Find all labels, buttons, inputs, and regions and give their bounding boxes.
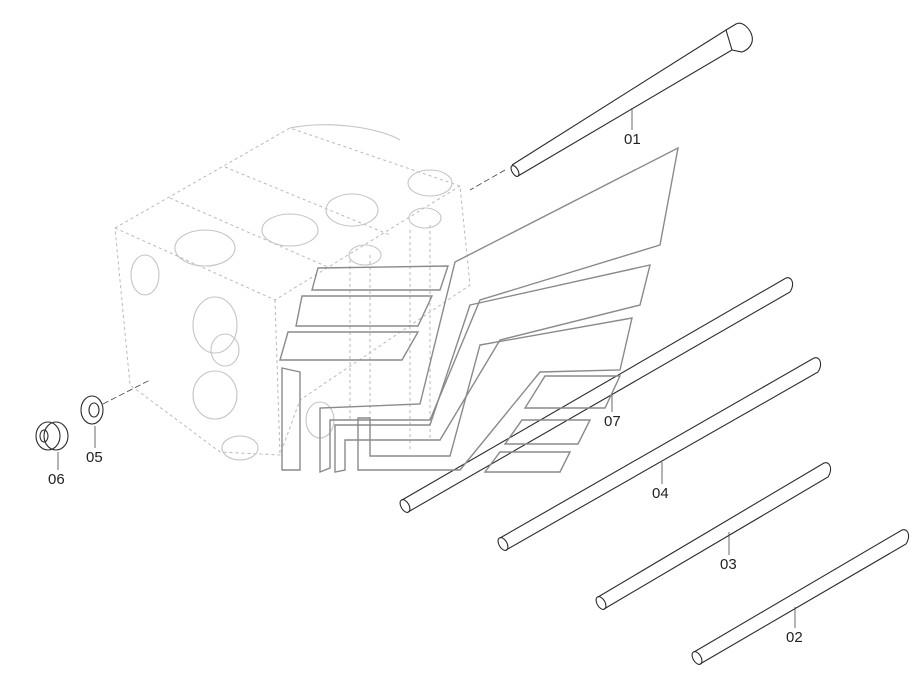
valve-block-ghost bbox=[114, 124, 471, 461]
part-01-rod[interactable] bbox=[469, 22, 753, 191]
part-04-rod[interactable] bbox=[496, 357, 822, 552]
callout-05: 05 bbox=[86, 449, 103, 466]
callout-06: 06 bbox=[48, 471, 65, 488]
part-02-rod[interactable] bbox=[690, 529, 910, 666]
callout-04: 04 bbox=[652, 485, 669, 502]
part-07-rod[interactable] bbox=[398, 277, 794, 514]
callout-02: 02 bbox=[786, 629, 803, 646]
callout-03: 03 bbox=[720, 556, 737, 573]
part-03-rod[interactable] bbox=[594, 462, 832, 611]
part-06-nut[interactable] bbox=[35, 421, 69, 451]
part-05-washer[interactable] bbox=[80, 379, 151, 425]
leader-lines bbox=[57, 108, 796, 628]
callout-07: 07 bbox=[604, 413, 621, 430]
callout-01: 01 bbox=[624, 131, 641, 148]
watermark-logo bbox=[279, 146, 679, 474]
